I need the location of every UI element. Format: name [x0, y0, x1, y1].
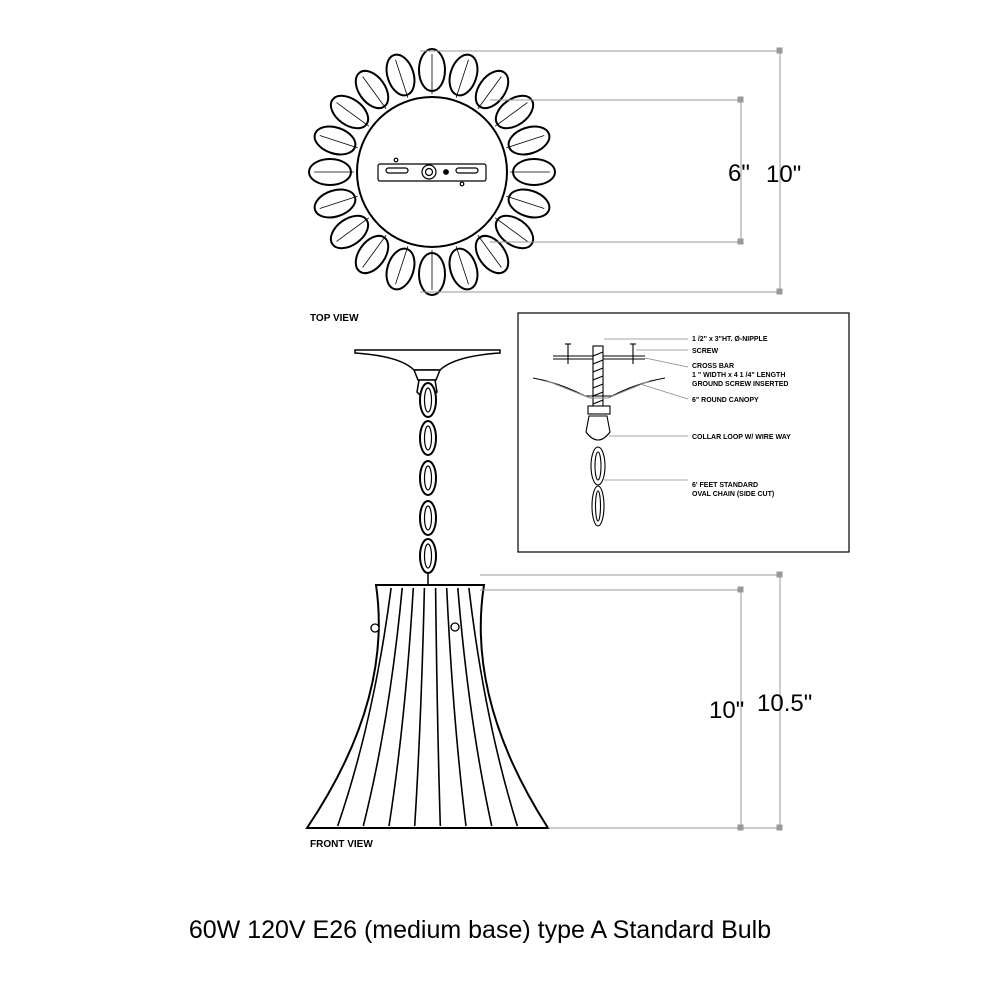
rim-petal-rib [362, 76, 387, 110]
top-dimension-lines [420, 47, 783, 295]
callout-round-canopy: 6" ROUND CANOPY [692, 397, 759, 404]
shade-rib [457, 587, 493, 827]
front-view-label: FRONT VIEW [310, 839, 373, 850]
bulb-specification: 60W 120V E26 (medium base) type A Standa… [188, 916, 772, 944]
chain-link-opening [423, 465, 433, 491]
chain-link [419, 420, 437, 456]
canopy-plate [354, 349, 501, 371]
top-inner-dimension: 6" [728, 160, 750, 187]
rim-petal-rib [336, 102, 370, 127]
rim-petal-rib [395, 59, 409, 98]
shade-screw-right [450, 622, 460, 632]
rim-petal-rib [395, 246, 409, 285]
callout-screw: SCREW [692, 348, 718, 355]
shade-rib [336, 587, 392, 827]
rim-petal-rib [455, 246, 469, 285]
chain-link [419, 460, 437, 496]
shade-ribs [336, 587, 519, 827]
shade-rib [362, 587, 403, 827]
chain-link-opening [423, 543, 433, 569]
shade-rib [413, 587, 426, 827]
callout-chain-length: 6' FEET STANDARD [692, 482, 758, 489]
shade-rib [434, 587, 442, 827]
front-view-drawing [305, 349, 550, 829]
front-dimension-lines [480, 571, 783, 831]
mounting-detail-box: 1 /2" x 3"HT. Ø-NIPPLE SCREW CROSS BAR 1… [517, 312, 850, 553]
rim-petal-rib [477, 76, 502, 110]
callout-nipple: 1 /2" x 3"HT. Ø-NIPPLE [692, 336, 768, 343]
chain-link-opening [423, 387, 433, 413]
shade-rib [445, 587, 467, 827]
chain-link [419, 500, 437, 536]
front-outer-dimension: 10.5" [757, 690, 812, 717]
rim-petal-rib [494, 102, 528, 127]
scalloped-shade-rim [308, 48, 556, 296]
rim-petal-rib [362, 234, 387, 268]
callout-collar-loop: COLLAR LOOP W/ WIRE WAY [692, 434, 791, 441]
rim-petal-rib [506, 135, 545, 149]
rim-petal-rib [319, 195, 358, 209]
rim-petal-rib [336, 217, 370, 242]
callout-cross-bar: CROSS BAR [692, 363, 734, 370]
rim-petal-rib [506, 195, 545, 209]
top-view-label: TOP VIEW [310, 313, 359, 324]
top-outer-dimension: 10" [766, 161, 801, 188]
callout-ground-screw: GROUND SCREW INSERTED [692, 381, 788, 388]
chain-link-opening [423, 425, 433, 451]
shade-screw-left [370, 623, 380, 633]
rim-petal-rib [477, 234, 502, 268]
chain [419, 382, 437, 585]
top-view-drawing [308, 48, 556, 296]
shade-rib [468, 587, 519, 827]
pendant-shade [305, 584, 550, 829]
callout-cross-bar-size: 1 " WIDTH x 4 1 /4" LENGTH [692, 372, 785, 379]
shade-rib [388, 587, 415, 827]
rim-petal-rib [455, 59, 469, 98]
callout-oval-chain: OVAL CHAIN (SIDE CUT) [692, 491, 774, 498]
chain-link-opening [423, 505, 433, 531]
mounting-cross-bar [377, 157, 487, 187]
front-inner-dimension: 10" [709, 697, 744, 724]
rim-petal-rib [494, 217, 528, 242]
chain-link [419, 382, 437, 418]
rim-petal-rib [319, 135, 358, 149]
